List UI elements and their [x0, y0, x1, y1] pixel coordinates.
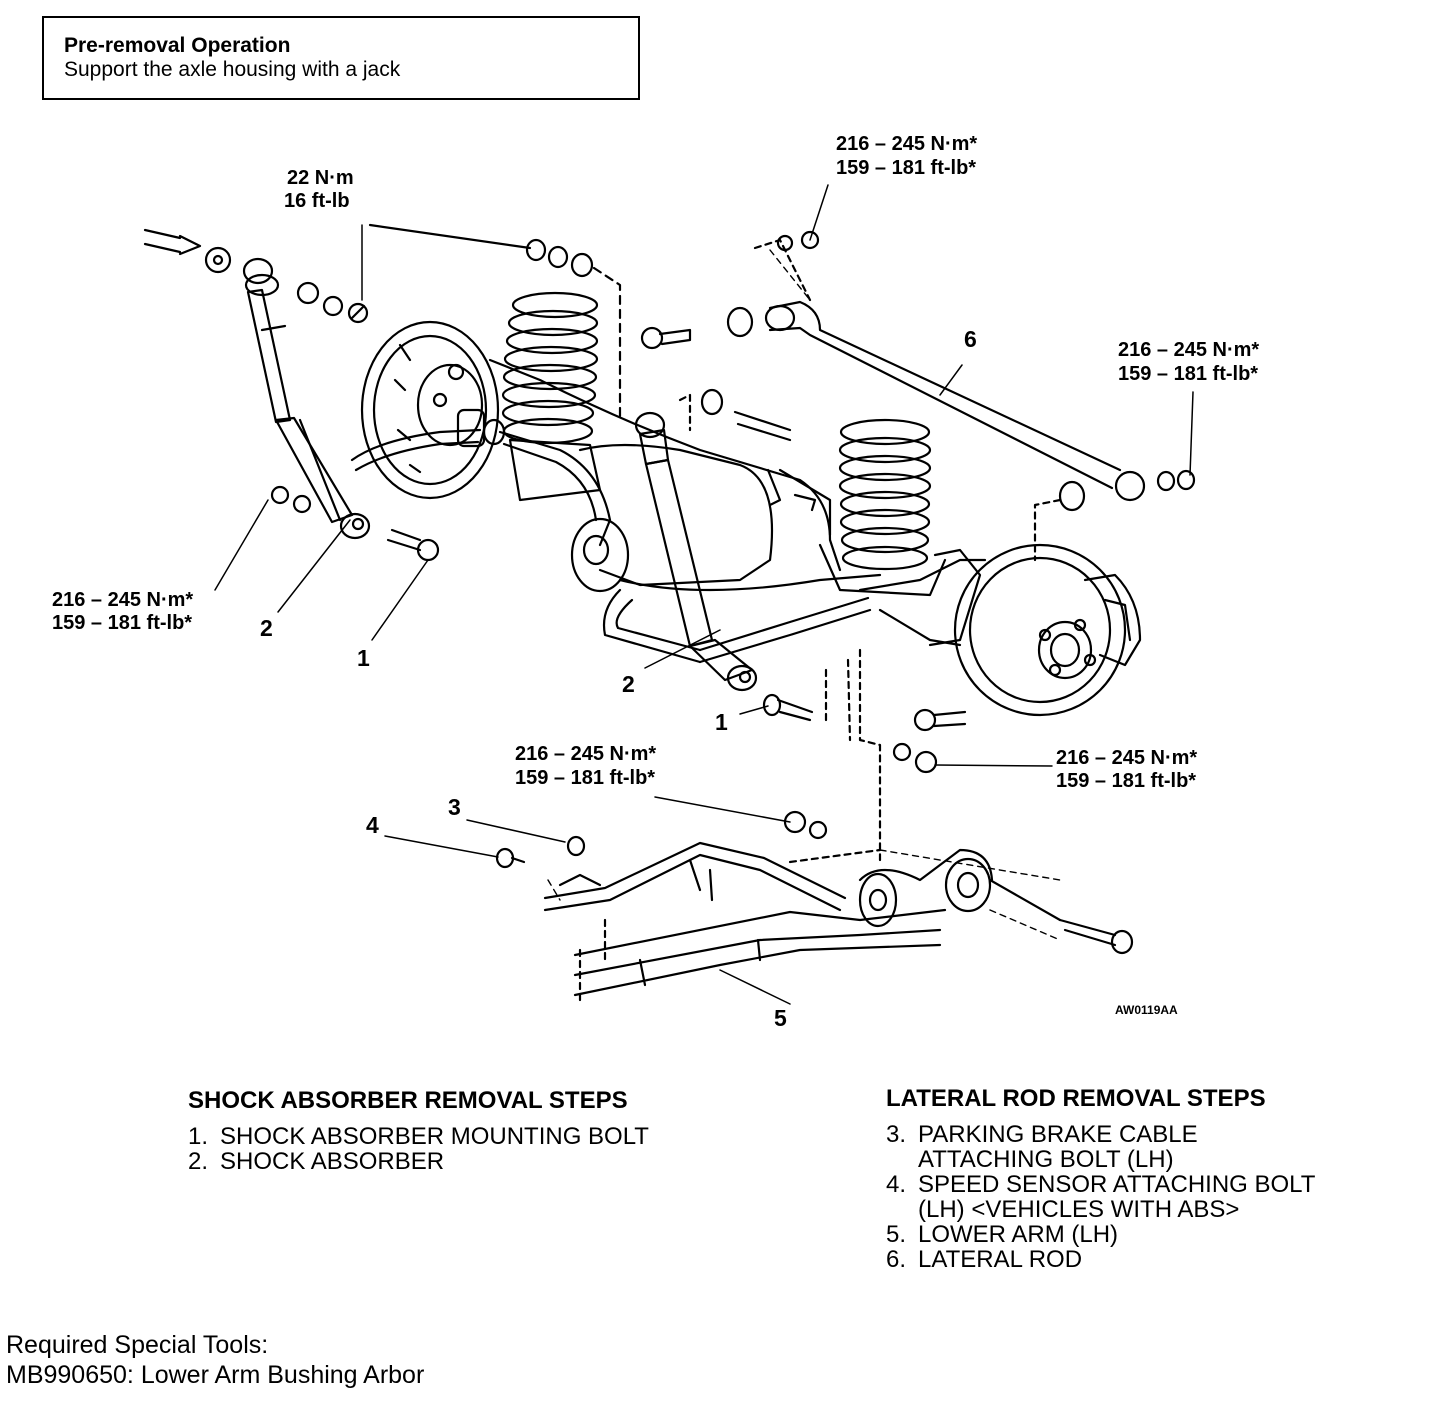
- stabilizer-bar: [602, 588, 872, 664]
- step-number: 6.: [886, 1246, 907, 1273]
- lateral-step-item: 5. LOWER ARM (LH): [886, 1222, 1336, 1247]
- shock-absorber-steps: SHOCK ABSORBER REMOVAL STEPS 1. SHOCK AB…: [188, 1087, 658, 1175]
- left-shock-absorber: [242, 257, 371, 540]
- left-stabilizer-link: [350, 408, 612, 547]
- figure-code: AW0119AA: [1115, 1003, 1178, 1017]
- step-number: 2.: [188, 1148, 209, 1175]
- torque-label-right-nm: 216 – 245 N·m*: [1118, 339, 1259, 361]
- step-text: SHOCK ABSORBER: [220, 1148, 445, 1175]
- step-text: SHOCK ABSORBER MOUNTING BOLT: [220, 1123, 649, 1150]
- shock-steps-title: SHOCK ABSORBER REMOVAL STEPS: [188, 1087, 628, 1114]
- shock-step-item: 1. SHOCK ABSORBER MOUNTING BOLT: [188, 1124, 658, 1149]
- torque-label-left-ftlb: 159 – 181 ft-lb*: [52, 612, 192, 634]
- callout-3: 3: [448, 794, 461, 820]
- torque-label-top-right-nm: 216 – 245 N·m*: [836, 133, 977, 155]
- center-shock-absorber: [634, 411, 758, 692]
- left-mounting-bolt: [270, 485, 440, 562]
- torque-label-lower-right-ftlb: 159 – 181 ft-lb*: [1056, 770, 1196, 792]
- lateral-step-item: 3. PARKING BRAKE CABLE ATTACHING BOLT (L…: [886, 1122, 1336, 1172]
- torque-label-right-ftlb: 159 – 181 ft-lb*: [1118, 363, 1258, 385]
- shock-step-item: 2. SHOCK ABSORBER: [188, 1149, 658, 1174]
- step-number: 5.: [886, 1221, 907, 1248]
- lateral-step-item: 6. LATERAL ROD: [886, 1247, 1336, 1272]
- callout-2-center: 2: [622, 671, 635, 697]
- step-text: SPEED SENSOR ATTACHING BOLT (LH) <VEHICL…: [918, 1171, 1315, 1223]
- lower-arm: [573, 810, 1134, 1002]
- left-coil-spring: [501, 291, 602, 502]
- callout-6: 6: [964, 326, 977, 352]
- step-text: LATERAL ROD: [918, 1246, 1083, 1273]
- required-tools: Required Special Tools: MB990650: Lower …: [6, 1330, 424, 1390]
- torque-label-16-ftlb: 16 ft-lb: [284, 190, 350, 212]
- lateral-rod-steps: LATERAL ROD REMOVAL STEPS 3. PARKING BRA…: [886, 1085, 1336, 1273]
- pre-removal-text: Support the axle housing with a jack: [64, 58, 401, 81]
- step-number: 3.: [886, 1121, 907, 1148]
- lateral-step-item: 4. SPEED SENSOR ATTACHING BOLT (LH) <VEH…: [886, 1172, 1336, 1222]
- suspension-diagram: 22 N·m 16 ft-lb 216 – 245 N·m* 159 – 181…: [52, 133, 1259, 1031]
- diff-hardware: [678, 388, 792, 442]
- lateral-steps-title: LATERAL ROD REMOVAL STEPS: [886, 1085, 1266, 1112]
- left-brake-drum: [360, 320, 500, 500]
- step-number: 1.: [188, 1123, 209, 1150]
- tools-item: MB990650: Lower Arm Bushing Arbor: [6, 1361, 425, 1389]
- axle-housing: [488, 358, 882, 593]
- torque-label-center-nm: 216 – 245 N·m*: [515, 743, 656, 765]
- left-shock-upper-hardware: [143, 228, 369, 324]
- pre-removal-title: Pre-removal Operation: [64, 34, 291, 57]
- center-mounting-bolt: [762, 668, 828, 722]
- pre-removal-box: Pre-removal Operation Support the axle h…: [42, 16, 640, 100]
- torque-label-lower-right-nm: 216 – 245 N·m*: [1056, 747, 1197, 769]
- upper-nuts: [368, 223, 622, 422]
- leader-lines: [214, 184, 1194, 1005]
- callout-4: 4: [366, 812, 379, 838]
- lateral-rod: [726, 230, 1196, 562]
- torque-label-left-nm: 216 – 245 N·m*: [52, 589, 193, 611]
- callout-5: 5: [774, 1005, 787, 1031]
- step-number: 4.: [886, 1171, 907, 1198]
- torque-label-top-right-ftlb: 159 – 181 ft-lb*: [836, 157, 976, 179]
- callout-1-center: 1: [715, 709, 728, 735]
- reference-lines: [547, 249, 1061, 941]
- step-text: LOWER ARM (LH): [918, 1221, 1119, 1248]
- callout-1-left: 1: [357, 645, 370, 671]
- spring-bolt: [640, 326, 692, 350]
- right-brake-disc: [858, 543, 1142, 717]
- lower-arm-front-hardware: [846, 648, 967, 862]
- torque-label-22-nm: 22 N·m: [287, 167, 354, 189]
- right-coil-spring: [818, 418, 947, 597]
- step-text: PARKING BRAKE CABLE ATTACHING BOLT (LH): [918, 1121, 1198, 1173]
- tools-heading: Required Special Tools:: [6, 1331, 269, 1359]
- callout-2-left: 2: [260, 615, 273, 641]
- brake-cable: [495, 835, 847, 987]
- torque-label-center-ftlb: 159 – 181 ft-lb*: [515, 767, 655, 789]
